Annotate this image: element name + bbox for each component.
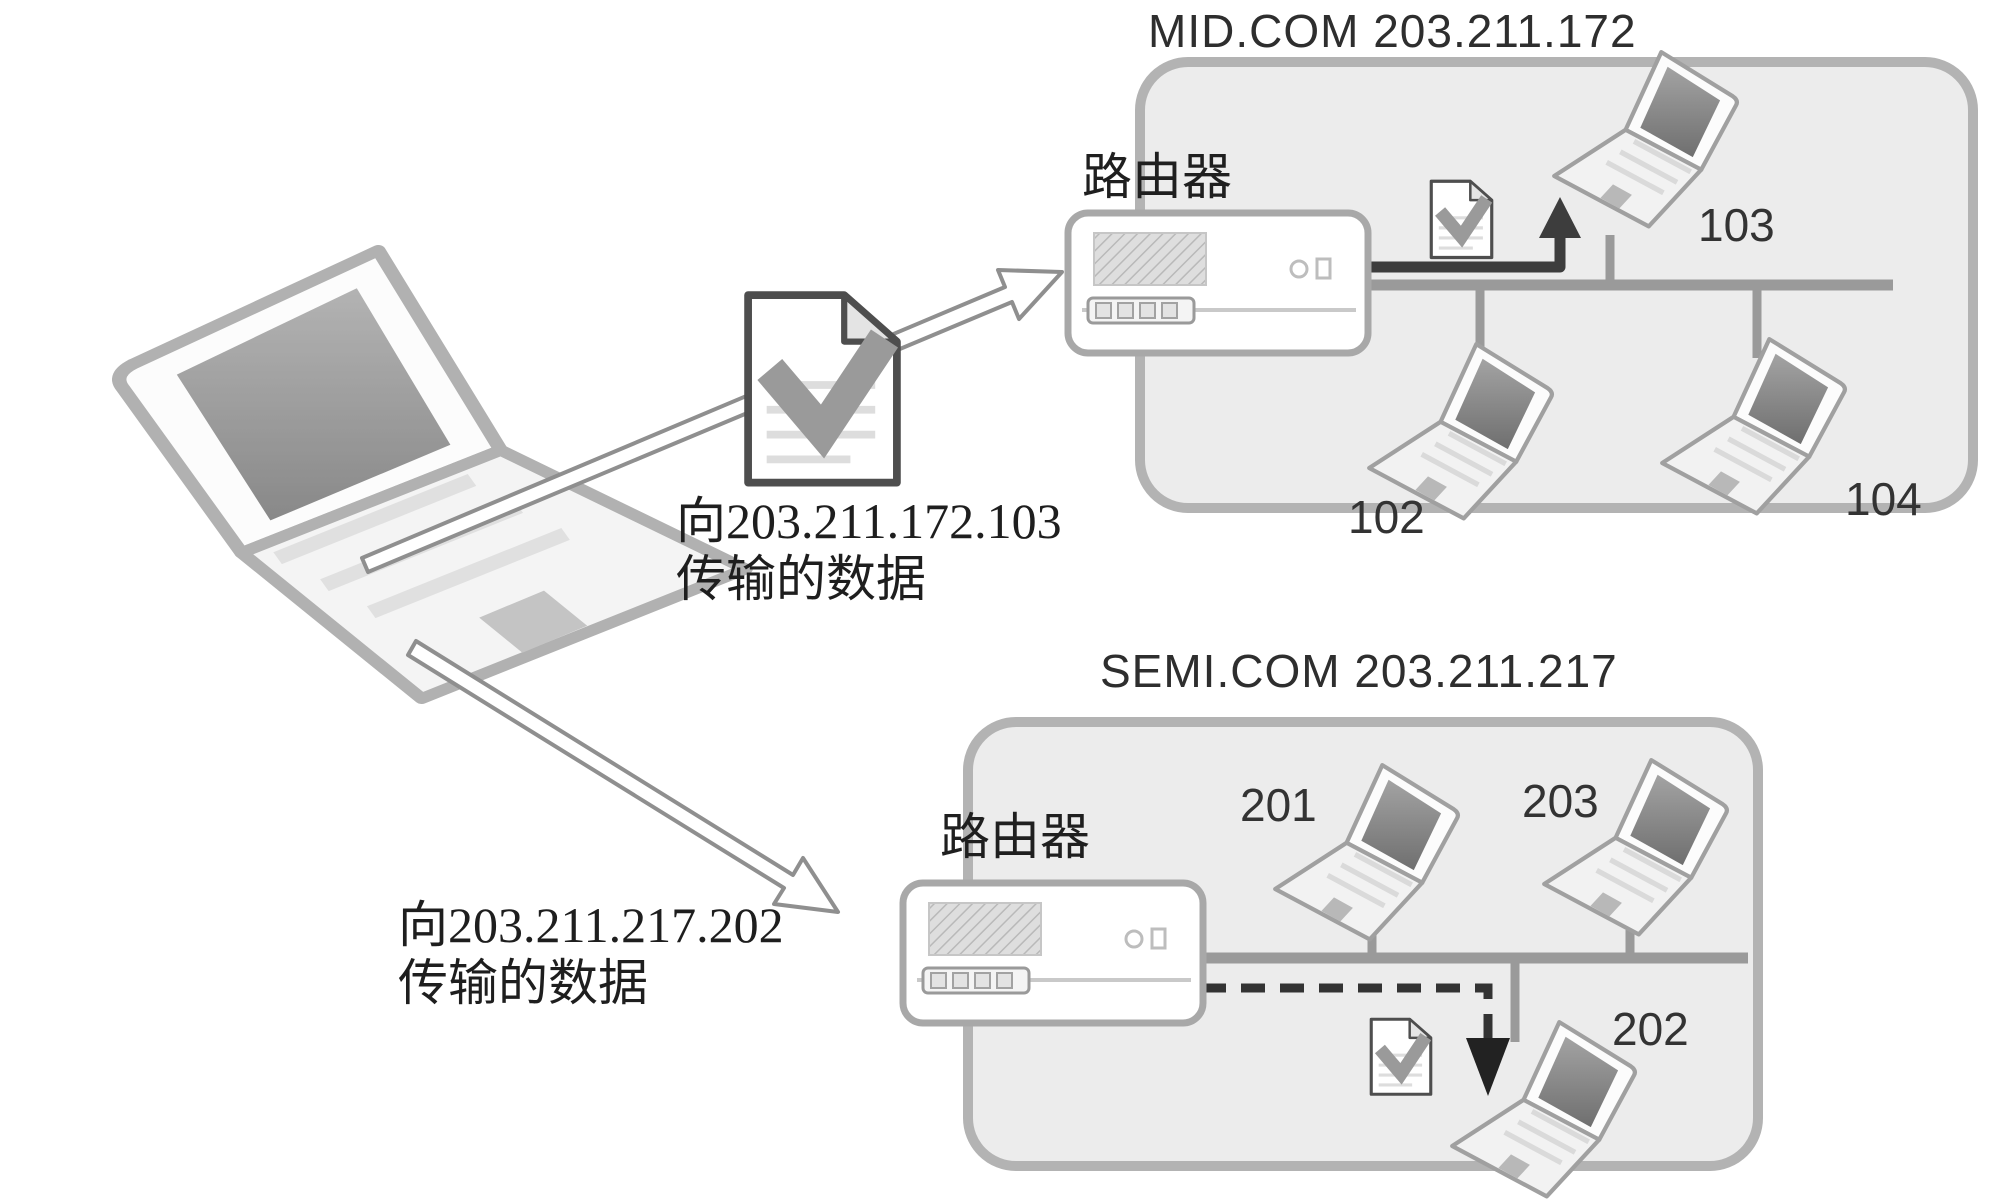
host-label-203: 203 bbox=[1522, 775, 1599, 827]
transfer-arrow-semi bbox=[406, 639, 840, 914]
router-semi bbox=[903, 883, 1203, 1023]
transfer-caption-semi-line1: 向203.211.217.202 bbox=[398, 897, 784, 953]
host-label-102: 102 bbox=[1348, 491, 1425, 543]
delivery-path-semi bbox=[1202, 983, 1493, 1040]
transfer-caption-mid-line1: 向203.211.172.103 bbox=[676, 493, 1062, 549]
router-label-mid: 路由器 bbox=[1082, 149, 1232, 205]
router-mid bbox=[1068, 213, 1368, 353]
transfer-caption-mid: 向203.211.172.103 传输的数据 bbox=[676, 492, 1062, 608]
packet-doc-transit bbox=[748, 295, 897, 483]
network-title-mid: MID.COM 203.211.172 bbox=[1148, 5, 1637, 57]
host-label-103: 103 bbox=[1698, 199, 1775, 251]
transfer-caption-semi-line2: 传输的数据 bbox=[398, 955, 648, 1011]
packet-doc-mid bbox=[1431, 181, 1491, 257]
packet-doc-semi bbox=[1371, 1019, 1431, 1094]
host-label-104: 104 bbox=[1845, 473, 1922, 525]
delivery-path-mid bbox=[1368, 234, 1566, 273]
delivery-arrowhead-semi bbox=[1466, 1038, 1510, 1096]
router-label-semi: 路由器 bbox=[940, 809, 1090, 865]
laptop-source bbox=[119, 250, 745, 698]
network-title-semi: SEMI.COM 203.211.217 bbox=[1100, 645, 1618, 697]
host-label-202: 202 bbox=[1612, 1003, 1689, 1055]
transfer-caption-mid-line2: 传输的数据 bbox=[676, 551, 926, 607]
delivery-arrowhead-mid bbox=[1539, 197, 1581, 238]
host-label-201: 201 bbox=[1240, 779, 1317, 831]
transfer-caption-semi: 向203.211.217.202 传输的数据 bbox=[398, 896, 784, 1012]
